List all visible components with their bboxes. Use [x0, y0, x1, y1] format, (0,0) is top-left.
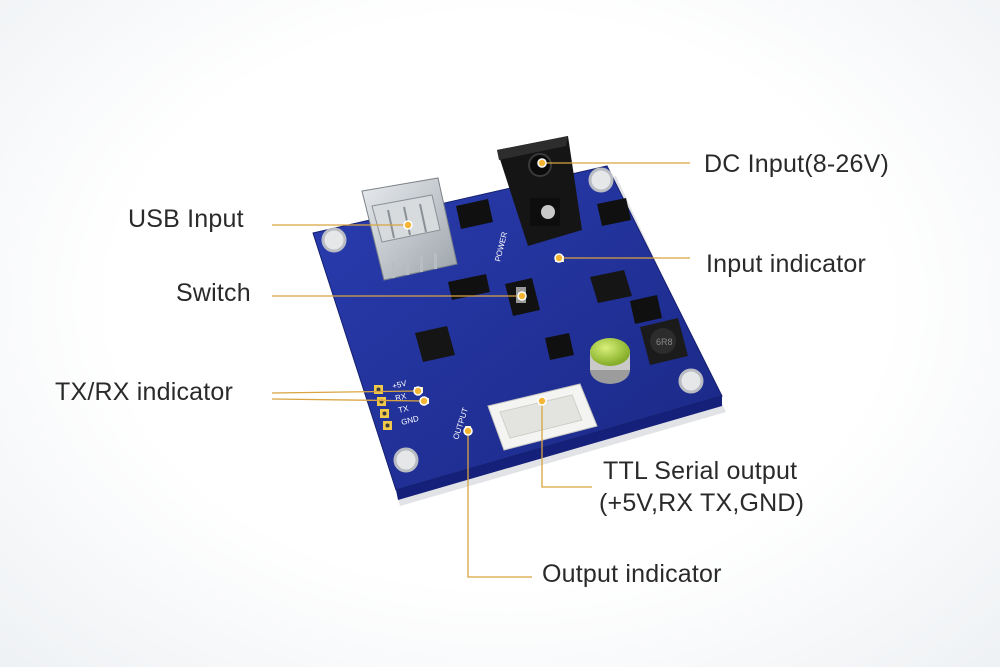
callout-output-indicator: Output indicator [542, 560, 722, 588]
usb-serial-chip [415, 326, 455, 362]
mounting-hole-top-right [588, 167, 614, 193]
silkscreen-pin-label: +5V [391, 379, 408, 391]
mounting-hole-bottom-right [678, 368, 704, 394]
electrolytic-capacitor [590, 338, 630, 384]
leader-dot [413, 386, 423, 396]
smd-component [448, 274, 490, 300]
smd-component [456, 199, 493, 229]
leader-ttl-serial-output [541, 401, 592, 488]
callout-switch: Switch [176, 279, 251, 307]
leader-output-indicator [467, 431, 532, 578]
callout-dc-input: DC Input(8-26V) [704, 150, 890, 178]
board-edge [396, 396, 722, 500]
regulator-chip [590, 270, 632, 303]
mounting-holes [321, 167, 704, 473]
smd-component [597, 198, 631, 226]
silkscreen-pin-label: TX [397, 404, 410, 415]
inductor: 6R8 [640, 318, 688, 365]
inductor-marking: 6R8 [656, 337, 673, 347]
leader-txrx-indicator-1 [271, 390, 419, 394]
callout-ttl-serial-pins: (+5V,RX TX,GND) [599, 489, 805, 517]
leader-dot [517, 291, 527, 301]
smd-component [545, 333, 574, 360]
leader-dot [537, 396, 547, 406]
smd-component [630, 295, 662, 324]
callout-usb-input: USB Input [128, 205, 244, 233]
leader-dot [419, 396, 429, 406]
mounting-hole-top-left [321, 227, 347, 253]
leader-dot [463, 426, 473, 436]
callout-leaders [271, 158, 690, 578]
callout-input-indicator: Input indicator [706, 250, 867, 278]
leader-dot [554, 253, 564, 263]
mounting-hole-bottom-left [393, 447, 419, 473]
callout-ttl-serial-output: TTL Serial output [603, 457, 798, 485]
ic-chips [415, 198, 662, 362]
callout-txrx-indicator: TX/RX indicator [55, 378, 234, 406]
leader-dot [403, 220, 413, 230]
leader-dot [537, 158, 547, 168]
leader-txrx-indicator-2 [271, 398, 425, 402]
silkscreen-pin-label: GND [400, 414, 420, 427]
silkscreen-pin-label: RX [394, 391, 408, 403]
